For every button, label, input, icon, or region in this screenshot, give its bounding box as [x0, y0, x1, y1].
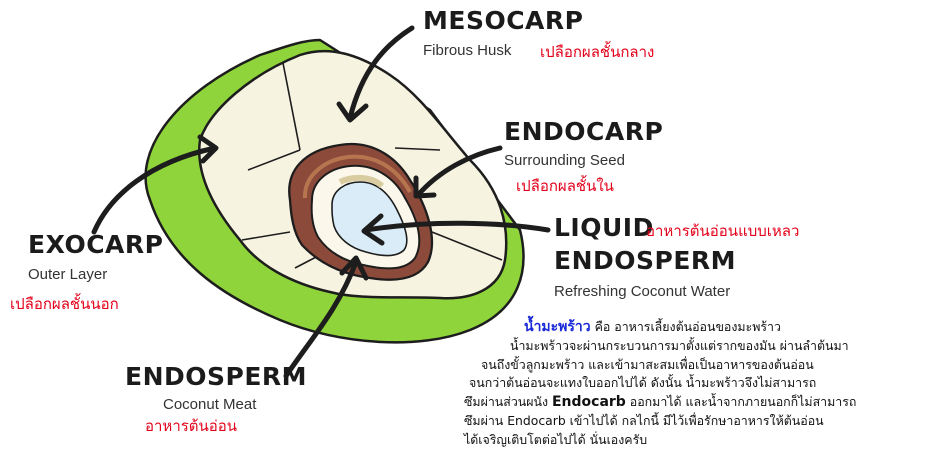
endocarp-subtitle: Surrounding Seed: [504, 152, 625, 169]
paragraph-line5b: ออกมาได้ และน้ำจากภายนอกก็ไม่สามารถ: [625, 394, 857, 410]
liquid-endosperm: [331, 181, 408, 257]
arrow-endosperm: [283, 259, 359, 379]
paragraph-line5a: ซึมผ่านส่วนผนัง: [464, 394, 552, 410]
liquid-subtitle: Refreshing Coconut Water: [554, 283, 731, 300]
endosperm-title: ENDOSPERM: [125, 362, 308, 391]
paragraph-line1: คือ อาหารเลี้ยงต้นอ่อนของมะพร้าว: [590, 319, 781, 334]
coconut-water-term: น้ำมะพร้าว: [524, 319, 591, 335]
exocarp-title: EXOCARP: [28, 230, 164, 259]
paragraph-line3: จนถึงขั้วลูกมะพร้าว และเข้ามาสะสมเพื่อเป…: [481, 356, 814, 372]
endocarb-term: Endocarb: [551, 394, 626, 411]
exocarp-thai: เปลือกผลชั้นนอก: [10, 295, 119, 313]
arrow-endocarp: [415, 145, 503, 198]
paragraph-line2: น้ำมะพร้าวจะผ่านกระบวนการมาตั้งแต่รากของ…: [510, 337, 849, 353]
arrow-exocarp: [91, 145, 218, 235]
husk-fiber-lines: [241, 62, 503, 269]
paragraph-line4: จนกว่าต้นอ่อนจะแทงใบออกไปได้ ดังนั้น น้ำ…: [469, 375, 817, 391]
mesocarp-subtitle: Fibrous Husk: [423, 42, 512, 59]
endosperm-thai: อาหารต้นอ่อน: [145, 417, 238, 435]
explanation-paragraph: น้ำมะพร้าว คือ อาหารเลี้ยงต้นอ่อนของมะพร…: [436, 318, 941, 450]
exocarp-subtitle: Outer Layer: [28, 266, 108, 283]
endosperm-subtitle: Coconut Meat: [163, 396, 257, 413]
arrow-liquid: [363, 220, 551, 233]
liquid-thai: อาหารต้นอ่อนแบบเหลว: [646, 222, 800, 240]
liquid-title-line2: ENDOSPERM: [554, 246, 737, 275]
mesocarp-title: MESOCARP: [423, 6, 584, 35]
endocarp-thai: เปลือกผลชั้นใน: [516, 177, 614, 195]
endocarp-title: ENDOCARP: [504, 117, 664, 146]
paragraph-line7: ได้เจริญเติบโตต่อไปได้ นั่นเองครับ: [464, 431, 648, 447]
mesocarp-thai: เปลือกผลชั้นกลาง: [540, 43, 655, 61]
paragraph-line6: ซึมผ่าน Endocarb เข้าไปได้ กลไกนี้ มีไว้…: [464, 412, 824, 428]
arrow-mesocarp: [347, 25, 415, 121]
liquid-title-line1: LIQUID: [554, 213, 654, 242]
pointer-arrows: [91, 25, 551, 379]
